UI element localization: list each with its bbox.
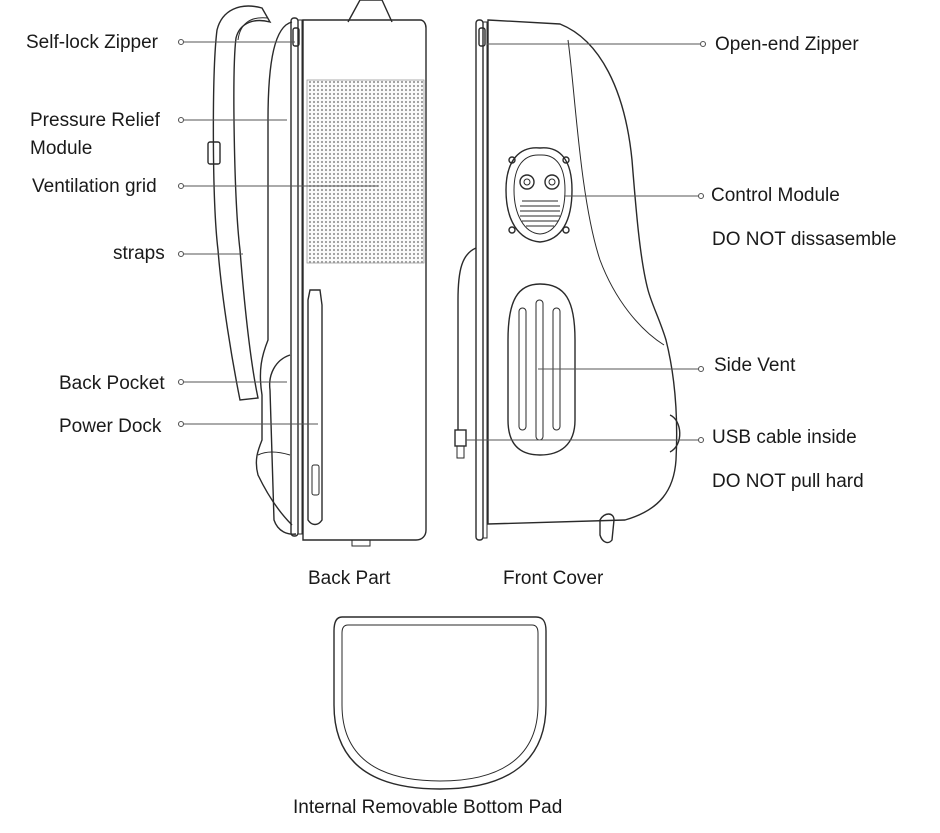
ventilation-grid-mesh	[306, 79, 425, 264]
usb-plug-shape	[454, 429, 467, 447]
front-shell-shape	[487, 19, 678, 525]
back-part-illustration	[207, 0, 427, 547]
label-side-vent: Side Vent	[714, 355, 796, 376]
top-handle-shape	[347, 0, 393, 23]
usb-cable-shape	[457, 247, 477, 430]
label-power-dock: Power Dock	[59, 416, 162, 437]
label-usb-cable: USB cable inside	[712, 427, 857, 448]
front-cover-illustration	[454, 19, 681, 544]
bottom-pad-outer	[333, 616, 547, 790]
label-pressure-relief-line1: Pressure Relief	[30, 110, 161, 131]
label-back-pocket: Back Pocket	[59, 373, 165, 394]
strap-shape	[212, 5, 272, 401]
side-vent-shape	[507, 283, 576, 456]
caption-front-cover: Front Cover	[503, 568, 604, 589]
label-self-lock-zipper: Self-lock Zipper	[26, 32, 159, 53]
control-module-shape	[505, 147, 573, 243]
control-button-right	[544, 174, 560, 190]
label-open-end-zipper: Open-end Zipper	[715, 34, 859, 55]
caption-bottom-pad: Internal Removable Bottom Pad	[293, 797, 562, 818]
label-usb-cable-warning: DO NOT pull hard	[712, 471, 864, 492]
label-straps: straps	[113, 243, 165, 264]
label-control-module: Control Module	[711, 185, 840, 206]
label-pressure-relief-line2: Module	[30, 138, 92, 159]
label-control-module-warning: DO NOT dissasemble	[712, 229, 896, 250]
power-dock-shape	[307, 289, 323, 526]
bottom-pad-illustration	[333, 616, 547, 790]
back-cushion-shape	[255, 21, 293, 526]
strap-buckle	[207, 141, 221, 165]
self-lock-zipper-pull	[292, 27, 300, 47]
label-ventilation-grid: Ventilation grid	[32, 176, 157, 197]
caption-back-part: Back Part	[308, 568, 391, 589]
control-speaker-grille	[520, 200, 560, 227]
back-pocket-shape	[268, 354, 297, 535]
bottom-pad-inner	[341, 624, 539, 782]
leader-lines	[177, 38, 707, 444]
control-button-left	[519, 174, 535, 190]
open-end-zipper-pull	[478, 27, 486, 47]
